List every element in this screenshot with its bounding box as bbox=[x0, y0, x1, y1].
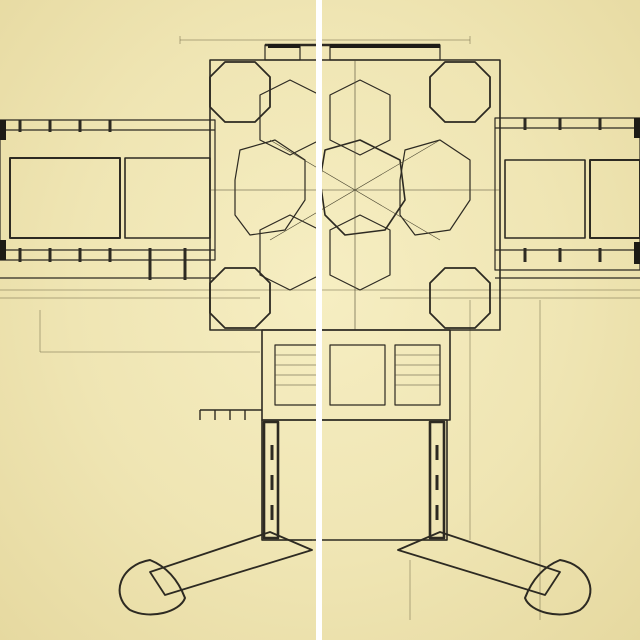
right-wing bbox=[494, 117, 640, 279]
forecourt bbox=[261, 419, 448, 541]
paper-seam bbox=[316, 0, 322, 640]
central-block bbox=[209, 43, 501, 331]
diagonal-arms bbox=[118, 531, 592, 616]
left-wing bbox=[0, 119, 216, 280]
wall-hatching bbox=[0, 44, 640, 264]
vestibule-block bbox=[199, 329, 451, 421]
